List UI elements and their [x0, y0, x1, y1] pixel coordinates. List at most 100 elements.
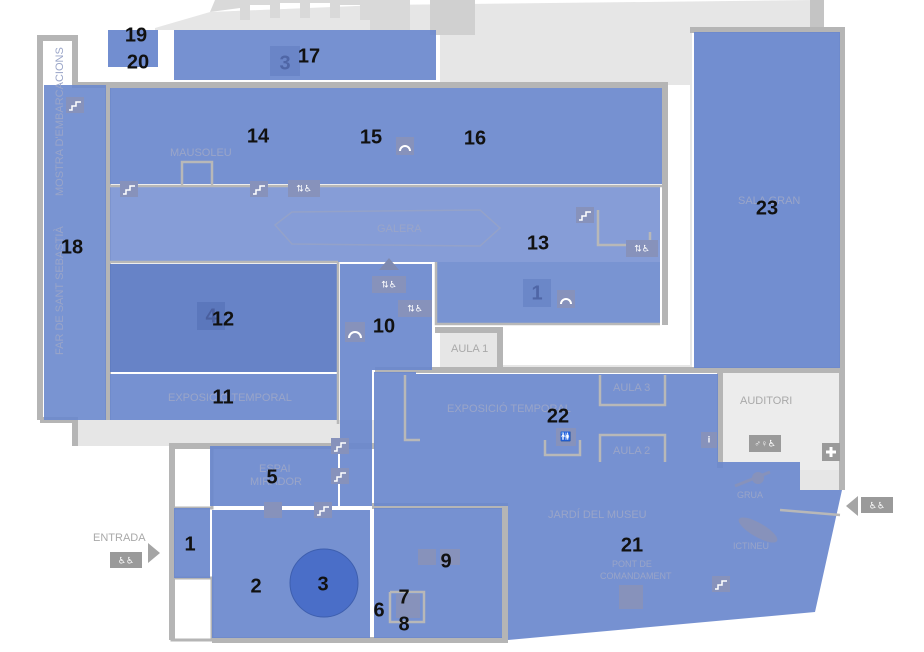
- entrance-left[interactable]: ♿♿: [110, 543, 160, 568]
- accessible-icon[interactable]: ⇅♿: [372, 276, 406, 293]
- room-number-5: 5: [266, 466, 277, 488]
- floor-marker-1: 1: [531, 282, 542, 304]
- elevator-icon[interactable]: ⇅♿: [626, 240, 658, 257]
- room-19-20[interactable]: [108, 30, 158, 67]
- room-numbers: 1 2 3 5 6 7 8 9 10 11 12 13 14 15 16 17 …: [61, 24, 778, 635]
- room-number-19: 19: [125, 24, 147, 46]
- arrow-icon: [846, 496, 858, 516]
- crane-icon: [734, 470, 771, 488]
- room-9[interactable]: [374, 508, 502, 638]
- label-grua: GRUA: [737, 490, 763, 500]
- room-3[interactable]: [289, 548, 359, 618]
- label-jardi: JARDÍ DEL MUSEU: [548, 508, 647, 521]
- room-13[interactable]: [110, 186, 660, 262]
- room-5[interactable]: [210, 446, 338, 506]
- room-number-9: 9: [440, 550, 451, 572]
- room-number-15: 15: [360, 126, 382, 148]
- toilets-icon[interactable]: 🚻: [556, 428, 576, 446]
- info-icon[interactable]: i: [701, 432, 717, 448]
- label-aula-3: AULA 3: [613, 382, 650, 394]
- interior-walls: [110, 160, 841, 624]
- facility-icons: ⇅♿ ⇅♿ ⇅♿ ⇅♿ 🚻 i ♂♀♿: [66, 97, 840, 618]
- stairs-icon[interactable]: [250, 181, 268, 197]
- room-number-6: 6: [373, 599, 384, 621]
- room-21[interactable]: [374, 372, 842, 640]
- walls: [37, 27, 845, 643]
- svg-text:♂♀♿: ♂♀♿: [754, 438, 776, 448]
- room-number-11: 11: [212, 386, 233, 408]
- label-sala-gran: SALA GRAN: [738, 195, 800, 207]
- room-number-2: 2: [250, 575, 261, 597]
- label-pont-2: COMANDAMENT: [600, 571, 672, 581]
- svg-text:i: i: [708, 434, 711, 444]
- room-number-21: 21: [621, 534, 643, 556]
- room-number-1: 1: [184, 533, 195, 555]
- first-aid-icon[interactable]: [822, 443, 840, 461]
- label-entrada: ENTRADA: [93, 532, 146, 544]
- room-number-18: 18: [61, 236, 83, 258]
- entrance-right[interactable]: ♿♿: [846, 496, 893, 516]
- svg-text:⇅♿: ⇅♿: [296, 183, 312, 193]
- label-aula-2: AULA 2: [613, 445, 650, 457]
- stairs-icon[interactable]: [576, 207, 594, 223]
- label-aula-1: AULA 1: [451, 343, 488, 355]
- room-number-12: 12: [212, 308, 234, 330]
- label-galera: GALERA: [377, 223, 422, 235]
- room-number-16: 16: [464, 127, 486, 149]
- room-number-13: 13: [527, 232, 549, 254]
- room-number-3: 3: [317, 573, 328, 595]
- stairs-icon[interactable]: [331, 438, 349, 454]
- room-22[interactable]: [416, 374, 718, 462]
- room-number-20: 20: [127, 51, 149, 73]
- accessible-icon: ♿♿: [869, 500, 885, 510]
- area-labels: MAUSOLEU GALERA SALA GRAN MOSTRA D'EMBAR…: [53, 47, 800, 581]
- label-mostra: MOSTRA D'EMBARCACIONS: [54, 47, 66, 196]
- room-18[interactable]: [44, 85, 106, 420]
- room-number-7: 7: [398, 586, 409, 608]
- label-auditori: AUDITORI: [740, 395, 792, 407]
- audio-guide-icon[interactable]: [396, 137, 414, 155]
- label-ictineu: ICTINEU: [733, 541, 769, 551]
- room-11[interactable]: [110, 374, 338, 420]
- room-number-23: 23: [756, 197, 778, 219]
- toilets-icon[interactable]: [418, 549, 460, 565]
- arrow-icon: [379, 258, 399, 270]
- floor-marker-4: 4: [205, 305, 217, 327]
- room-number-17: 17: [298, 45, 320, 67]
- room-14-15-16[interactable]: [110, 88, 662, 184]
- room-17[interactable]: [174, 30, 436, 80]
- svg-text:⇅♿: ⇅♿: [381, 279, 397, 289]
- submarine-icon: [738, 517, 778, 543]
- label-expo-temporal-2: EXPOSICIÓ TEMPORAL: [447, 402, 571, 415]
- stairs-icon[interactable]: [66, 97, 84, 113]
- floor-markers: 3 4 1: [197, 46, 551, 330]
- svg-text:⇅♿: ⇅♿: [634, 243, 650, 253]
- label-mirador: MIRADOR: [250, 476, 302, 488]
- toilets-icon[interactable]: ♂♀♿: [749, 435, 781, 452]
- arrow-icon: [148, 543, 160, 563]
- label-pont-1: PONT DE: [612, 559, 652, 569]
- svg-text:⇅♿: ⇅♿: [407, 303, 423, 313]
- label-expo-temporal-1: EXPOSICIÓ TEMPORAL: [168, 391, 292, 404]
- room-number-10: 10: [373, 315, 395, 337]
- stairs-icon[interactable]: [712, 576, 730, 592]
- stairs-icon[interactable]: [120, 181, 138, 197]
- bridge-icon: [619, 585, 643, 609]
- elevator-icon[interactable]: ⇅♿: [288, 180, 320, 197]
- accessible-icon[interactable]: ⇅♿: [398, 300, 432, 317]
- label-mausoleu: MAUSOLEU: [170, 147, 232, 159]
- stairs-icon[interactable]: [314, 502, 332, 518]
- label-far: FAR DE SANT SEBASTIÀ: [53, 226, 66, 355]
- stairs-icon[interactable]: [331, 468, 349, 484]
- elevator-icon[interactable]: [396, 594, 420, 618]
- room-number-22: 22: [547, 405, 569, 427]
- audio-guide-icon[interactable]: [345, 322, 365, 342]
- room-1[interactable]: [174, 508, 210, 578]
- room-23[interactable]: [694, 32, 840, 368]
- accessible-icon: ♿♿: [118, 555, 134, 565]
- stairs-icon[interactable]: [264, 502, 282, 518]
- room-number-14: 14: [247, 125, 270, 147]
- label-espai: ESPAI: [259, 463, 291, 475]
- audio-guide-icon[interactable]: [557, 290, 575, 308]
